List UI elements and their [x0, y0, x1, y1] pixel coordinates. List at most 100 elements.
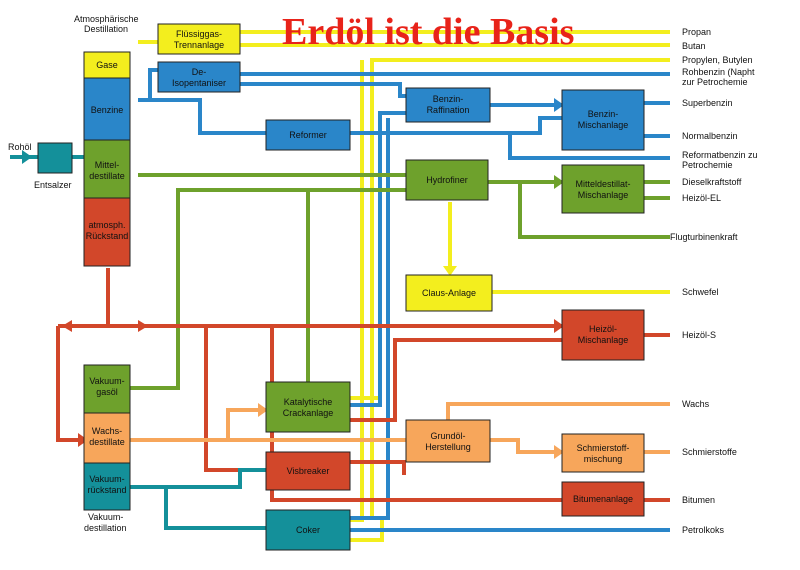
deiso-label-1: De- — [192, 67, 207, 77]
unit-katalytische-crackanlage — [265, 381, 351, 433]
unit-grundoel-herstellung — [405, 419, 491, 463]
label-rohoel: Rohöl — [8, 142, 32, 152]
flow-vakgasoel-to-katcrack — [120, 188, 406, 390]
flow-reformer-to-misch — [350, 116, 562, 135]
flow-benzine-to-reformer — [138, 98, 266, 135]
arrow-red-v2 — [138, 320, 148, 332]
process-units — [157, 23, 645, 551]
unit-schmierstoffmischung — [561, 433, 645, 473]
flow-red-katcrack-out — [350, 338, 562, 422]
atm-rueckstand — [83, 197, 131, 267]
unit-fluessiggas — [157, 23, 241, 55]
out-propan: Propan — [682, 27, 711, 37]
grundoel-label-2: Herstellung — [425, 442, 471, 452]
arrow-red-v1 — [62, 320, 72, 332]
unit-heizoel-mischanlage — [561, 309, 645, 361]
grundoel-label-1: Grundöl- — [430, 431, 465, 441]
flow-flugturbinen — [518, 182, 670, 239]
vac-rueckstand — [83, 462, 131, 511]
atm-benzine-label: Benzine — [91, 105, 124, 115]
flow-yellow-bottom — [350, 520, 384, 542]
unit-hydrofiner — [405, 159, 489, 201]
reformer-label: Reformer — [289, 130, 327, 140]
blue-flows — [138, 68, 670, 532]
entsalzer-box — [37, 142, 73, 174]
vac-gasoel-label-2: gasöl — [96, 387, 118, 397]
heizoel-misch-label-1: Heizöl- — [589, 324, 617, 334]
katcrack-label-2: Crackanlage — [283, 408, 334, 418]
unit-labels: Flüssiggas- Trennanlage De- Isopentanise… — [172, 29, 633, 535]
schmier-misch-label-1: Schmierstoff- — [577, 443, 630, 453]
label-vak-destillation-2: destillation — [84, 523, 127, 533]
out-butan: Butan — [682, 41, 706, 51]
flow-benzine-to-deiso — [138, 68, 158, 102]
arrow-schmier — [554, 445, 564, 459]
arrowheads — [22, 98, 564, 459]
deiso-label-2: Isopentaniser — [172, 78, 226, 88]
katcrack-label-1: Katalytische — [284, 397, 333, 407]
visbreaker-label: Visbreaker — [287, 466, 330, 476]
orange-flows — [130, 402, 670, 454]
out-flugturbinen: Flugturbinenkraft — [670, 232, 738, 242]
benzin-misch-label-1: Benzin- — [588, 109, 619, 119]
flow-blue-riser-a — [350, 111, 406, 407]
out-rohbenzin-1: Rohbenzin (Napht — [682, 67, 755, 77]
claus-label: Claus-Anlage — [422, 288, 476, 298]
fluessiggas-label-1: Flüssiggas- — [176, 29, 222, 39]
vac-wachs-label-2: destillate — [89, 437, 125, 447]
flow-reformat — [508, 133, 670, 160]
mitteldest-misch-label-2: Mischanlage — [578, 190, 629, 200]
atm-mittel-label-1: Mittel- — [95, 160, 120, 170]
arrow-mittel-misch — [554, 175, 564, 189]
fluessiggas-label-2: Trennanlage — [174, 40, 224, 50]
vac-wachs-label-1: Wachs- — [92, 426, 122, 436]
label-atm-destillation-2: Destillation — [84, 24, 128, 34]
teal-flows — [10, 155, 266, 530]
out-bitumen: Bitumen — [682, 495, 715, 505]
label-entsalzer: Entsalzer — [34, 180, 72, 190]
flow-wachs-to-katcrack — [226, 408, 266, 440]
atm-mittel-label-2: destillate — [89, 171, 125, 181]
hydrofiner-label: Hydrofiner — [426, 175, 468, 185]
flow-blue-riser-b — [350, 118, 390, 520]
flow-vakrueck-to-coker — [130, 485, 266, 530]
flow-grundoel-to-wachs — [446, 402, 670, 420]
out-heizoel-el: Heizöl-EL — [682, 193, 721, 203]
benzin-raff-label-2: Raffination — [427, 105, 470, 115]
heizoel-misch-label-2: Mischanlage — [578, 335, 629, 345]
vac-gasoel-label-1: Vakuum- — [89, 376, 124, 386]
atm-rueck-label-1: atmosph. — [88, 220, 125, 230]
out-heizoel-s: Heizöl-S — [682, 330, 716, 340]
flow-lines — [10, 30, 670, 542]
unit-coker — [265, 509, 351, 551]
schmier-misch-label-2: mischung — [584, 454, 623, 464]
mitteldest-misch-label-1: Mitteldestillat- — [575, 179, 630, 189]
out-superbenzin: Superbenzin — [682, 98, 733, 108]
out-reformat-1: Reformatbenzin zu — [682, 150, 758, 160]
bitumenanlage-label: Bitumenanlage — [573, 494, 633, 504]
unit-benzin-raffination — [405, 87, 491, 123]
flow-red-to-visbreaker — [204, 326, 266, 472]
out-schmierstoffe: Schmierstoffe — [682, 447, 737, 457]
unit-bitumenanlage — [561, 481, 645, 517]
vac-rueck-label-1: Vakuum- — [89, 474, 124, 484]
unit-reformer — [265, 119, 351, 151]
label-vak-destillation-1: Vakuum- — [88, 512, 123, 522]
vac-column — [83, 364, 131, 511]
flow-yellow-riser — [350, 60, 364, 522]
unit-deisopentaniser — [157, 61, 241, 93]
output-labels: Propan Butan Propylen, Butylen Rohbenzin… — [670, 27, 758, 535]
arrow-rohoel — [22, 150, 32, 164]
atm-gase-label: Gase — [96, 60, 118, 70]
vac-wachsdestillate — [83, 412, 131, 464]
flow-red-left-down — [56, 326, 86, 442]
unit-mitteldestillat-mischanlage — [561, 164, 645, 214]
atm-column — [83, 51, 131, 267]
unit-benzin-mischanlage — [561, 89, 645, 151]
unit-visbreaker — [265, 451, 351, 491]
out-reformat-2: Petrochemie — [682, 160, 733, 170]
out-petrolkoks: Petrolkoks — [682, 525, 725, 535]
atm-mitteldestillate — [83, 139, 131, 199]
out-rohbenzin-2: zur Petrochemie — [682, 77, 748, 87]
